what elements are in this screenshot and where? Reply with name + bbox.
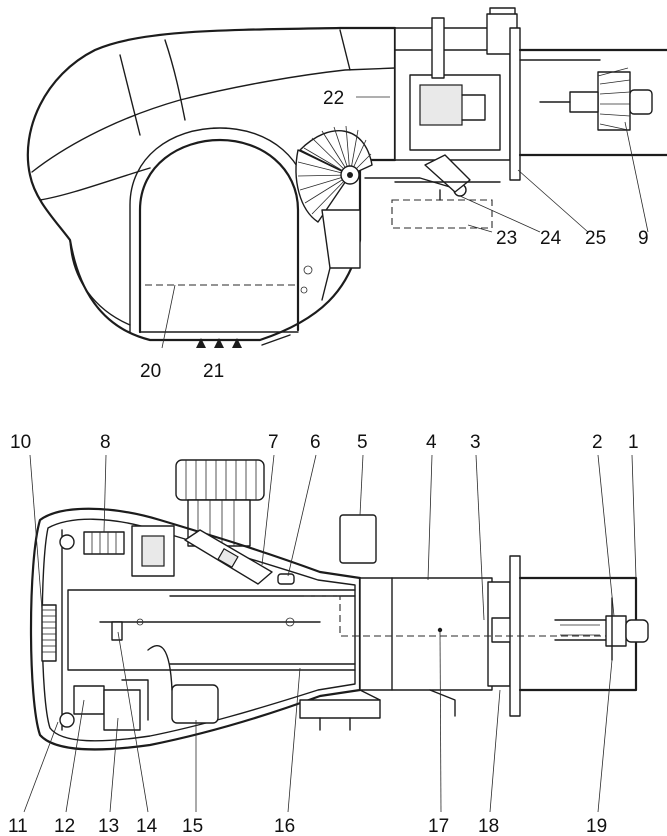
callout-15: 15 <box>182 816 203 836</box>
callout-13: 13 <box>98 816 119 836</box>
callout-19: 19 <box>586 816 607 836</box>
callout-18: 18 <box>478 816 499 836</box>
callout-3: 3 <box>470 432 481 453</box>
callout-23: 23 <box>496 228 517 249</box>
fan-wheel <box>41 604 57 662</box>
callout-8: 8 <box>100 432 111 453</box>
callout-11: 11 <box>8 816 28 836</box>
component-13 <box>103 689 141 731</box>
callout-14: 14 <box>136 816 158 836</box>
callout-17: 17 <box>428 816 449 836</box>
nozzle-assembly <box>554 597 649 661</box>
callout-21: 21 <box>203 361 224 382</box>
callout-25: 25 <box>585 228 606 249</box>
gas-duct-dashed <box>304 595 610 637</box>
diffuser-disc-9 <box>539 67 653 131</box>
component-15 <box>171 684 219 724</box>
callout-2: 2 <box>592 432 603 453</box>
top-view: 10 8 7 6 5 4 3 2 1 11 12 13 14 15 16 17 … <box>8 432 649 836</box>
callout-24: 24 <box>540 228 562 249</box>
callout-10: 10 <box>10 432 31 453</box>
callout-5: 5 <box>357 432 368 453</box>
callout-6: 6 <box>310 432 321 453</box>
callout-20: 20 <box>140 361 161 382</box>
callout-7: 7 <box>268 432 279 453</box>
callout-12: 12 <box>54 816 75 836</box>
coil-8 <box>83 531 125 555</box>
component-12 <box>73 685 105 715</box>
callout-9: 9 <box>638 228 649 249</box>
head-section-4 <box>359 577 493 691</box>
fan-housing <box>138 138 300 334</box>
callout-1: 1 <box>628 432 639 453</box>
servo-motor-23 <box>391 199 493 229</box>
air-intake-arrows-21 <box>196 338 242 348</box>
blast-tube <box>518 48 667 157</box>
callout-16: 16 <box>274 816 295 836</box>
component-6 <box>277 573 295 585</box>
component-14 <box>111 621 123 641</box>
motor-5 <box>175 459 265 547</box>
component-5-box <box>339 514 377 564</box>
housing-top-outline <box>29 507 362 751</box>
callout-22: 22 <box>323 88 344 109</box>
flange-25 <box>509 27 521 181</box>
callout-4: 4 <box>426 432 437 453</box>
side-view: 22 23 24 25 9 20 21 <box>26 7 667 382</box>
